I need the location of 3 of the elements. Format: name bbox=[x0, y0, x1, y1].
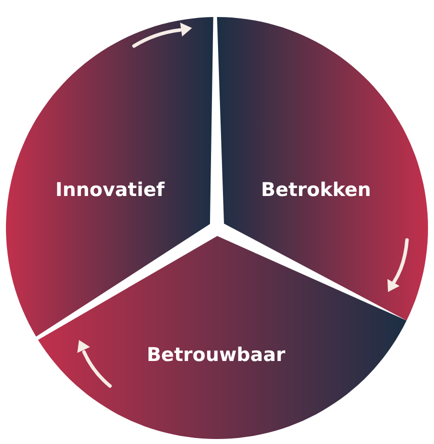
segment-label: Innovatief bbox=[55, 178, 165, 201]
segment-label: Betrokken bbox=[260, 179, 372, 201]
segment-label: Betrouwbaar bbox=[146, 344, 286, 366]
